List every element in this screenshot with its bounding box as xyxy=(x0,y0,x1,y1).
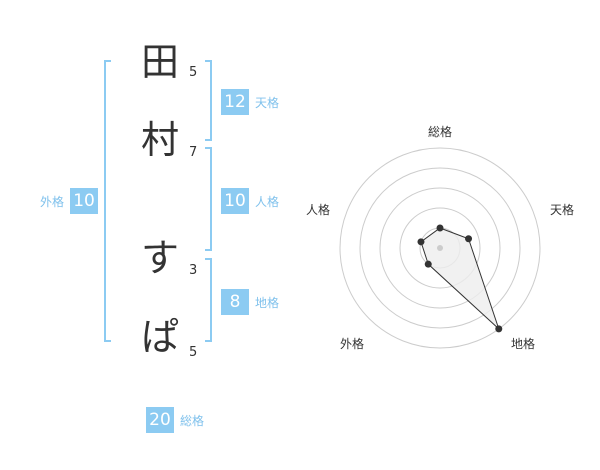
chikaku-label: 地格 xyxy=(255,295,280,310)
radar-ring xyxy=(399,207,481,289)
radar-center-dot xyxy=(437,245,443,251)
radar-ring xyxy=(359,167,521,329)
jinkaku-bracket xyxy=(205,147,212,251)
radar-axis-chikaku: 地格 xyxy=(511,337,536,351)
tenkaku-bracket xyxy=(205,60,212,141)
stroke-count-4: 5 xyxy=(189,345,198,360)
stroke-count-1: 5 xyxy=(189,65,198,80)
radar-ring xyxy=(379,187,501,309)
radar-axis-soukaku: 総格 xyxy=(428,125,453,139)
radar-axis-tenkaku: 天格 xyxy=(550,203,575,217)
name-char-1: 田 xyxy=(140,40,179,84)
soukaku-value: 20 xyxy=(146,407,174,433)
soukaku-badge: 20 総格 xyxy=(146,407,205,433)
chikaku-value: 8 xyxy=(221,289,249,315)
stroke-count-2: 7 xyxy=(189,145,198,160)
stroke-count-3: 3 xyxy=(189,263,198,278)
jinkaku-label: 人格 xyxy=(255,194,280,209)
radar-axis-gaikaku: 外格 xyxy=(340,337,365,351)
gaikaku-badge: 外格 10 xyxy=(40,188,99,214)
radar-rings xyxy=(339,147,541,349)
radar-point-1 xyxy=(436,224,444,232)
gaikaku-value: 10 xyxy=(70,188,99,214)
soukaku-label: 総格 xyxy=(180,413,205,428)
tenkaku-badge: 12 天格 xyxy=(221,89,280,115)
radar-polygon xyxy=(420,227,500,330)
radar-point-3 xyxy=(495,325,503,333)
radar-ring xyxy=(339,147,541,349)
radar-points xyxy=(417,224,503,333)
radar-point-2 xyxy=(465,235,473,243)
chikaku-badge: 8 地格 xyxy=(221,289,280,315)
jinkaku-badge: 10 人格 xyxy=(221,188,280,214)
fortune-radar-chart xyxy=(339,147,541,349)
name-char-2: 村 xyxy=(140,118,179,162)
radar-point-4 xyxy=(424,260,432,268)
name-char-4: ぱ xyxy=(140,315,179,359)
chikaku-bracket xyxy=(205,258,212,342)
gaikaku-bracket xyxy=(104,60,111,342)
radar-axis-jinkaku: 人格 xyxy=(306,203,331,217)
tenkaku-label: 天格 xyxy=(255,95,280,110)
tenkaku-value: 12 xyxy=(221,89,249,115)
gaikaku-label: 外格 xyxy=(40,194,65,209)
jinkaku-value: 10 xyxy=(221,188,249,214)
radar-point-5 xyxy=(417,238,425,246)
name-char-3: す xyxy=(140,236,179,280)
